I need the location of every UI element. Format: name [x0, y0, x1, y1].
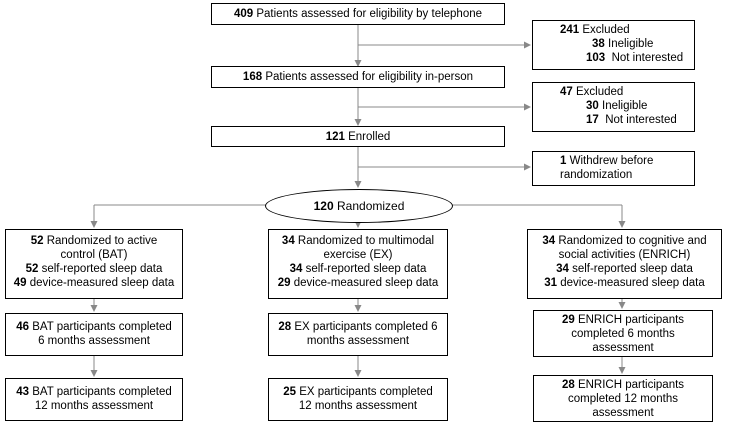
arm-bat-6m-count: 46 [16, 321, 30, 333]
arm-ex-rand-line2: exercise (EX) [323, 249, 393, 261]
randomized-count: 120 [313, 199, 334, 213]
excluded1-ineligible-text: Ineligible [608, 38, 654, 50]
arm-ex-rand-line1: Randomized to multimodal [297, 235, 435, 247]
arm-enrich-12m-count: 28 [561, 379, 575, 391]
arm-enrich-12month-box: 28 ENRICH participants completed 12 mont… [533, 375, 713, 422]
arm-bat-6month-box: 46 BAT participants completed 6 months a… [5, 313, 183, 356]
arm-ex-self-text: self-reported sleep data [305, 263, 427, 275]
arm-enrich-12m-line3: assessment [592, 407, 654, 419]
arm-enrich-device-text: device-measured sleep data [560, 277, 705, 289]
arm-bat-rand-line2: control (BAT) [60, 249, 128, 261]
arm-ex-device-text: device-measured sleep data [293, 277, 439, 289]
telephone-count: 409 [233, 8, 254, 20]
withdrew-count: 1 [560, 155, 567, 167]
arm-enrich-rand-line1: Randomized to cognitive and [558, 235, 707, 247]
telephone-screening-box: 409 Patients assessed for eligibility by… [211, 3, 505, 25]
arm-enrich-randomized-box: 34 Randomized to cognitive and social ac… [527, 229, 722, 299]
withdrew-box: 1 Withdrew before randomization [532, 151, 695, 186]
arm-bat-6m-line2: 6 months assessment [38, 335, 150, 347]
randomized-text: Randomized [337, 199, 405, 213]
arm-ex-device-count: 29 [277, 277, 291, 289]
arm-enrich-self-count: 34 [556, 263, 569, 275]
arm-bat-device-text: device-measured sleep data [29, 277, 175, 289]
arm-bat-12m-line1: BAT participants completed [32, 386, 172, 398]
arm-enrich-rand-line2: social activities (ENRICH) [558, 249, 691, 261]
arm-enrich-12m-line2: completed 12 months [568, 393, 678, 405]
arm-bat-self-count: 52 [25, 263, 39, 275]
excluded2-count: 47 [560, 86, 573, 98]
arm-ex-12m-count: 25 [283, 386, 296, 398]
arm-ex-12m-line1: EX participants completed [299, 386, 433, 398]
withdrew-text-2: randomization [560, 169, 633, 181]
arm-ex-12month-box: 25 EX participants completed 12 months a… [268, 378, 448, 421]
excluded1-text: Excluded [582, 24, 630, 36]
arm-enrich-6m-line3: assessment [592, 342, 654, 354]
arm-bat-rand-count: 52 [30, 235, 44, 247]
excluded1-notint-count: 103 [586, 52, 606, 64]
excluded1-notint-text: Not interested [611, 52, 684, 64]
arm-bat-6m-line1: BAT participants completed [32, 321, 172, 333]
excluded-telephone-box: 241 Excluded 38 Ineligible 103 Not inter… [532, 20, 695, 70]
arm-enrich-6month-box: 29 ENRICH participants completed 6 month… [533, 310, 713, 357]
arm-enrich-device-count: 31 [544, 277, 558, 289]
enrolled-count: 121 [325, 131, 345, 143]
arm-bat-self-text: self-reported sleep data [41, 263, 163, 275]
excluded1-count: 241 [560, 24, 580, 36]
arm-ex-6m-line1: EX participants completed 6 [294, 321, 438, 333]
arm-bat-12month-box: 43 BAT participants completed 12 months … [5, 378, 183, 421]
arm-bat-rand-line1: Randomized to active [46, 235, 158, 247]
excluded2-ineligible-text: Ineligible [602, 100, 648, 112]
arm-enrich-self-text: self-reported sleep data [572, 263, 693, 275]
enrolled-text: Enrolled [348, 131, 391, 143]
excluded2-notint-text: Not interested [605, 114, 677, 126]
excluded2-notint-count: 17 [586, 114, 599, 126]
enrolled-box: 121 Enrolled [211, 126, 505, 147]
arm-bat-randomized-box: 52 Randomized to active control (BAT) 52… [5, 229, 183, 299]
arm-enrich-12m-line1: ENRICH participants [577, 379, 685, 391]
arm-enrich-6m-line2: completed 6 months [571, 328, 675, 340]
arm-ex-6m-count: 28 [278, 321, 292, 333]
arm-ex-6m-line2: months assessment [306, 335, 410, 347]
arm-bat-device-count: 49 [13, 277, 27, 289]
randomized-ellipse: 120 Randomized [265, 189, 453, 223]
excluded-inperson-box: 47 Excluded 30 Ineligible 17 Not interes… [532, 82, 695, 132]
arm-enrich-6m-line1: ENRICH participants [577, 314, 685, 326]
arm-bat-12m-count: 43 [16, 386, 30, 398]
arm-ex-rand-count: 34 [281, 235, 295, 247]
telephone-text: Patients assessed for eligibility by tel… [256, 8, 483, 20]
excluded1-ineligible-count: 38 [592, 38, 605, 50]
withdrew-text-1: Withdrew before [569, 155, 654, 167]
excluded2-ineligible-count: 30 [586, 100, 599, 112]
arm-ex-6month-box: 28 EX participants completed 6 months as… [268, 313, 448, 356]
arm-ex-self-count: 34 [289, 263, 303, 275]
excluded2-text: Excluded [576, 86, 624, 98]
inperson-text: Patients assessed for eligibility in-per… [265, 71, 474, 83]
arm-enrich-6m-count: 29 [561, 314, 575, 326]
arm-enrich-rand-count: 34 [542, 235, 556, 247]
inperson-screening-box: 168 Patients assessed for eligibility in… [211, 66, 505, 88]
arm-bat-12m-line2: 12 months assessment [34, 400, 154, 412]
arm-ex-12m-line2: 12 months assessment [298, 400, 418, 412]
inperson-count: 168 [242, 71, 263, 83]
arm-ex-randomized-box: 34 Randomized to multimodal exercise (EX… [268, 229, 448, 299]
